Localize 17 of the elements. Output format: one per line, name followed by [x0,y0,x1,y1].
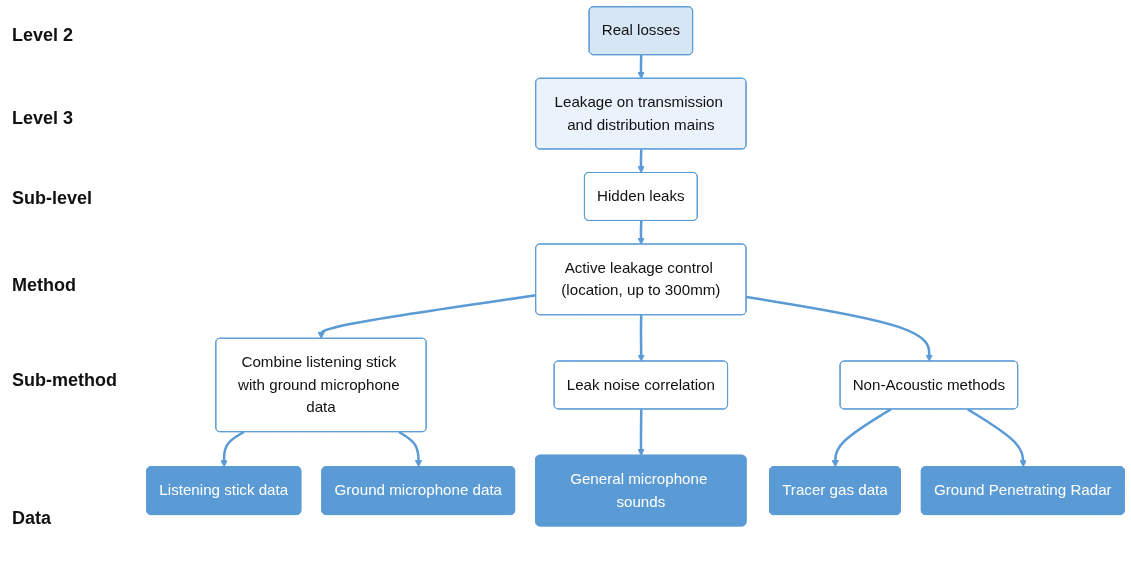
arrow [746,295,933,362]
arrow [831,408,892,468]
level-label: Sub-level [12,188,93,209]
arrow [637,220,645,245]
arrow [637,409,645,456]
arrow [637,55,645,79]
level-label: Sub-method [12,370,117,391]
level-label: Method [12,275,76,296]
arrow [317,294,537,339]
level-label: Level 3 [12,108,74,129]
arrow [220,431,245,468]
arrow [637,149,645,174]
level-label: Data [12,508,51,529]
arrow [637,315,645,362]
arrow [398,431,423,468]
level-label: Level 2 [12,25,74,46]
arrow [967,408,1027,468]
